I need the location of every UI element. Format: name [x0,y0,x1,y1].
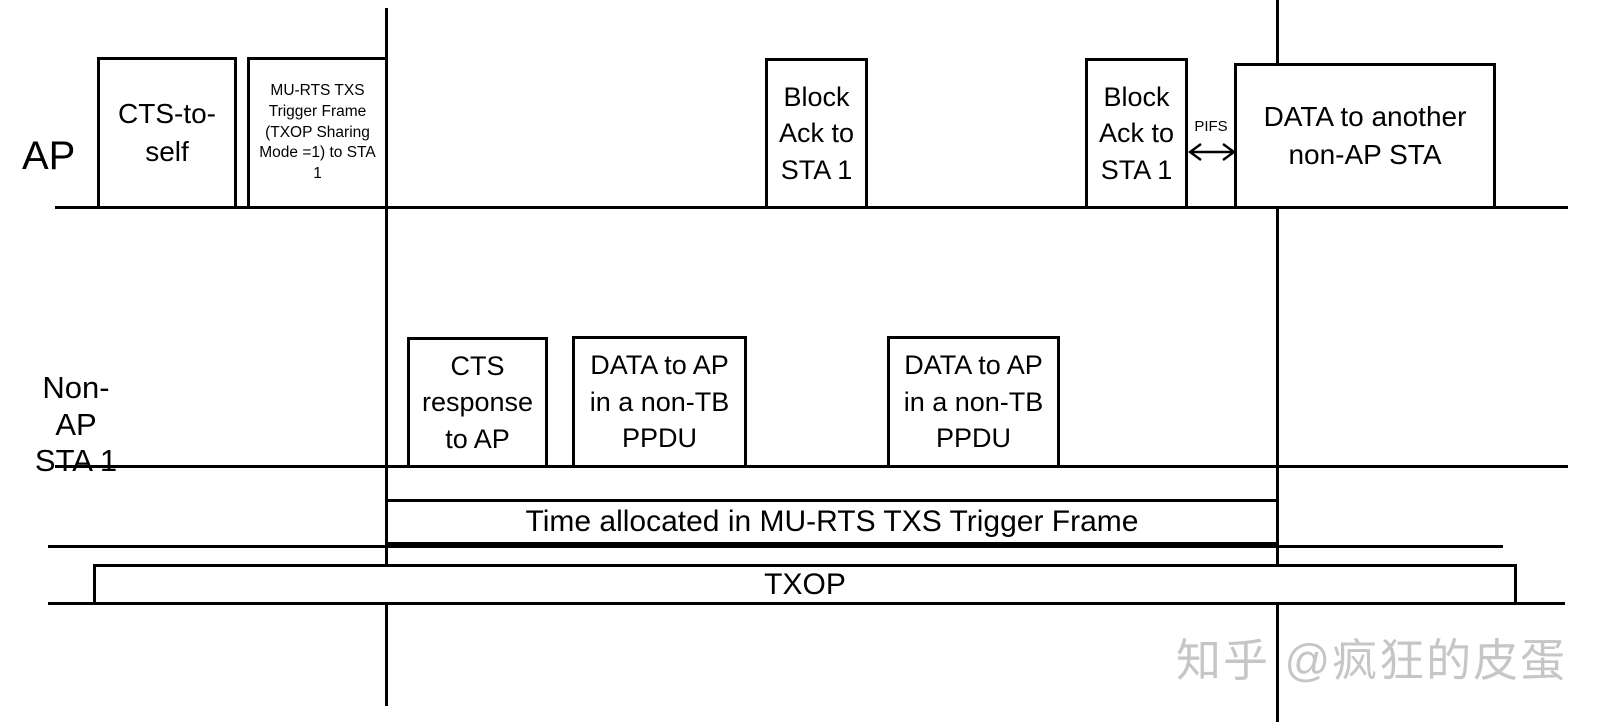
txop-sharing-start-boundary-line [385,8,388,706]
frame-cts-response-line2: response [421,387,534,418]
frame-block-ack-1-line2: Ack to [778,118,855,149]
frame-cts-to-self: CTS-to- self [97,57,237,209]
txop-bar: TXOP [93,564,1517,605]
frame-mu-rts-line1: MU-RTS TXS [270,82,365,100]
allocated-time-end-boundary-line [1276,0,1279,722]
frame-block-ack-2-line1: Block [1103,81,1170,112]
zhihu-watermark: 知乎 @疯狂的皮蛋 [1176,635,1568,686]
frame-mu-rts-txs-trigger: MU-RTS TXS Trigger Frame (TXOP Sharing M… [247,57,388,209]
frame-cts-to-self-line2: self [145,136,189,167]
frame-block-ack-2: Block Ack to STA 1 [1085,58,1188,209]
frame-data-to-ap-2-line2: in a non-TB [903,386,1044,417]
frame-cts-response: CTS response to AP [407,337,548,468]
sta-lane-label-line1: Non-AP [42,370,110,442]
frame-block-ack-1-line1: Block [783,81,850,112]
frame-data-to-another-line1: DATA to another [1263,101,1467,133]
txop-bar-label: TXOP [764,567,846,601]
frame-block-ack-2-line2: Ack to [1098,118,1175,149]
frame-block-ack-2-line3: STA 1 [1100,154,1173,185]
frame-data-to-ap-2-line1: DATA to AP [904,350,1043,381]
time-allocated-baseline [48,545,1503,548]
frame-data-to-another-line2: non-AP STA [1288,139,1442,170]
pifs-label: PIFS [1194,118,1228,135]
frame-cts-response-line1: CTS [450,350,505,381]
frame-data-to-ap-1: DATA to AP in a non-TB PPDU [572,336,747,468]
ap-lane-label: AP [22,134,76,178]
frame-mu-rts-line4: Mode =1) to STA [259,144,376,162]
frame-data-to-ap-1-line2: in a non-TB [589,386,730,417]
frame-block-ack-1-line3: STA 1 [780,154,853,185]
frame-cts-response-line3: to AP [445,423,510,454]
frame-cts-to-self-line1: CTS-to- [118,98,216,130]
frame-data-to-ap-2-line3: PPDU [935,423,1011,454]
frame-data-to-ap-1-line1: DATA to AP [590,350,729,381]
sta-timeline-baseline [55,465,1568,468]
frame-block-ack-1: Block Ack to STA 1 [765,58,868,209]
pifs-double-arrow-icon [1188,143,1236,161]
time-allocated-bar: Time allocated in MU-RTS TXS Trigger Fra… [385,499,1279,545]
frame-data-to-another-sta: DATA to another non-AP STA [1234,63,1496,209]
time-allocated-bar-label: Time allocated in MU-RTS TXS Trigger Fra… [525,505,1139,538]
sta-lane-label: Non-AP STA 1 [26,370,126,480]
frame-data-to-ap-2: DATA to AP in a non-TB PPDU [887,336,1060,468]
sta-lane-label-line2: STA 1 [34,443,118,479]
frame-mu-rts-line2: Trigger Frame [268,102,367,120]
frame-data-to-ap-1-line3: PPDU [621,423,697,454]
frame-mu-rts-line3: (TXOP Sharing [265,123,370,141]
frame-mu-rts-line5: 1 [313,165,322,183]
